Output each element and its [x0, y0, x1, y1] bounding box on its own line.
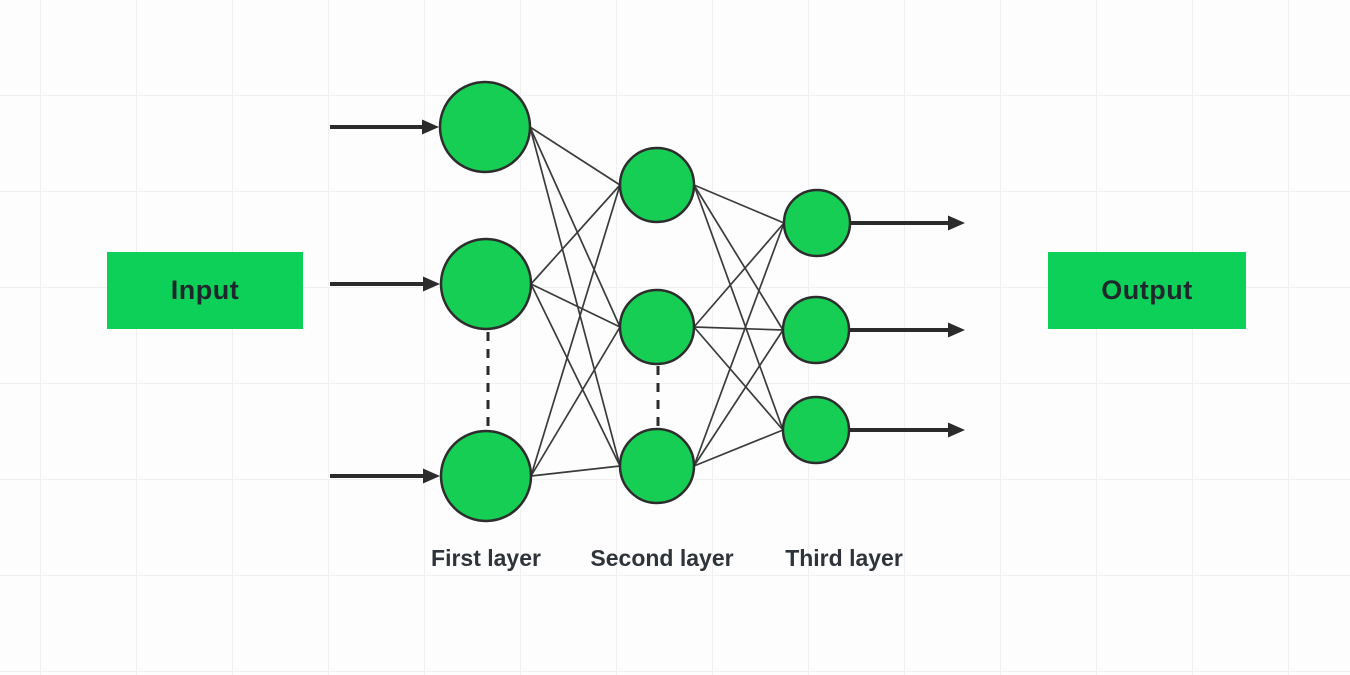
- edge-line: [530, 184, 621, 285]
- edge-line: [693, 329, 784, 467]
- first-layer-label: First layer: [431, 545, 541, 571]
- edge-line: [529, 126, 621, 328]
- edge-line: [693, 184, 785, 224]
- output-arrow-head-icon: [948, 322, 965, 338]
- input-box: Input: [107, 252, 303, 329]
- output-box-label: Output: [1101, 275, 1193, 305]
- edge-line: [693, 184, 784, 431]
- neuron-node-layer2: [618, 427, 696, 505]
- output-arrow-head-icon: [948, 422, 965, 438]
- neuron-node-layer1: [439, 429, 533, 523]
- neuron-node-layer3: [781, 295, 851, 365]
- edge-line: [693, 222, 785, 467]
- third-layer-label: Third layer: [785, 545, 903, 571]
- second-layer-label: Second layer: [590, 545, 734, 571]
- edge-line: [530, 326, 621, 477]
- neuron-node-layer1: [439, 237, 533, 331]
- edge-line: [693, 326, 784, 331]
- input-arrow-head-icon: [422, 119, 439, 135]
- neuron-node-layer3: [781, 395, 851, 465]
- edge-line: [529, 126, 621, 186]
- neuron-node-layer2: [618, 146, 696, 224]
- edge-line: [530, 283, 621, 467]
- input-arrow-head-icon: [423, 468, 440, 484]
- neuron-node-layer1: [438, 80, 532, 174]
- input-box-label: Input: [170, 275, 240, 305]
- neuron-node-layer2: [618, 288, 696, 366]
- neuron-node-layer3: [782, 188, 852, 258]
- edge-line: [530, 283, 621, 328]
- edge-line: [693, 184, 784, 331]
- output-arrow-head-icon: [948, 215, 965, 231]
- edge-line: [693, 222, 785, 328]
- edge-line: [530, 465, 621, 477]
- edge-line: [530, 184, 621, 477]
- output-box: Output: [1048, 252, 1246, 329]
- edge-line: [529, 126, 621, 467]
- edge-line: [693, 326, 784, 431]
- edge-line: [693, 429, 784, 467]
- input-arrow-head-icon: [423, 276, 440, 292]
